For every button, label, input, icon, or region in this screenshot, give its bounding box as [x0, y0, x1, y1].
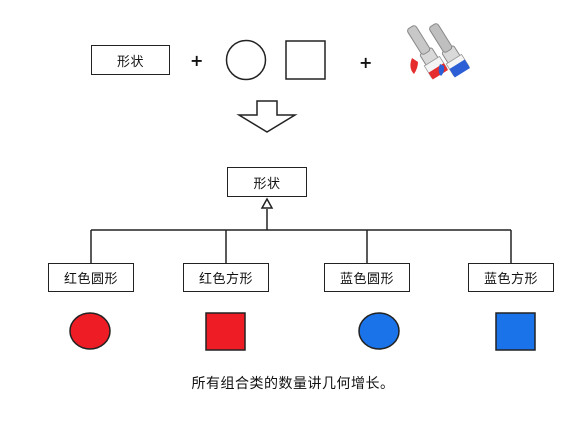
inheritance-triangle-icon [260, 197, 274, 209]
red-circle [69, 312, 111, 350]
paintbrushes-icon [407, 23, 471, 80]
square-outline [285, 40, 326, 80]
child-box-blue-circle: 蓝色圆形 [324, 263, 410, 292]
blue-circle [358, 312, 400, 350]
plus-sign-2: + [359, 53, 373, 72]
plus-sign-1: + [190, 51, 204, 70]
child-box-blue-square: 蓝色方形 [468, 263, 554, 292]
circle-outline [225, 39, 267, 81]
shape-root-box: 形状 [227, 167, 307, 197]
child-label-red-square: 红色方形 [198, 272, 253, 287]
red-square [205, 312, 246, 351]
child-box-red-square: 红色方形 [183, 263, 269, 292]
blue-square [495, 312, 536, 351]
down-arrow-icon [236, 100, 298, 133]
child-box-red-circle: 红色圆形 [48, 263, 134, 292]
child-label-blue-square: 蓝色方形 [483, 272, 538, 287]
shape-box-top: 形状 [91, 45, 170, 75]
child-label-blue-circle: 蓝色圆形 [339, 272, 394, 287]
shape-box-top-label: 形状 [116, 54, 144, 70]
caption: 所有组合类的数量讲几何增长。 [191, 376, 395, 392]
shape-root-label: 形状 [253, 176, 281, 192]
child-label-red-circle: 红色圆形 [63, 272, 118, 287]
